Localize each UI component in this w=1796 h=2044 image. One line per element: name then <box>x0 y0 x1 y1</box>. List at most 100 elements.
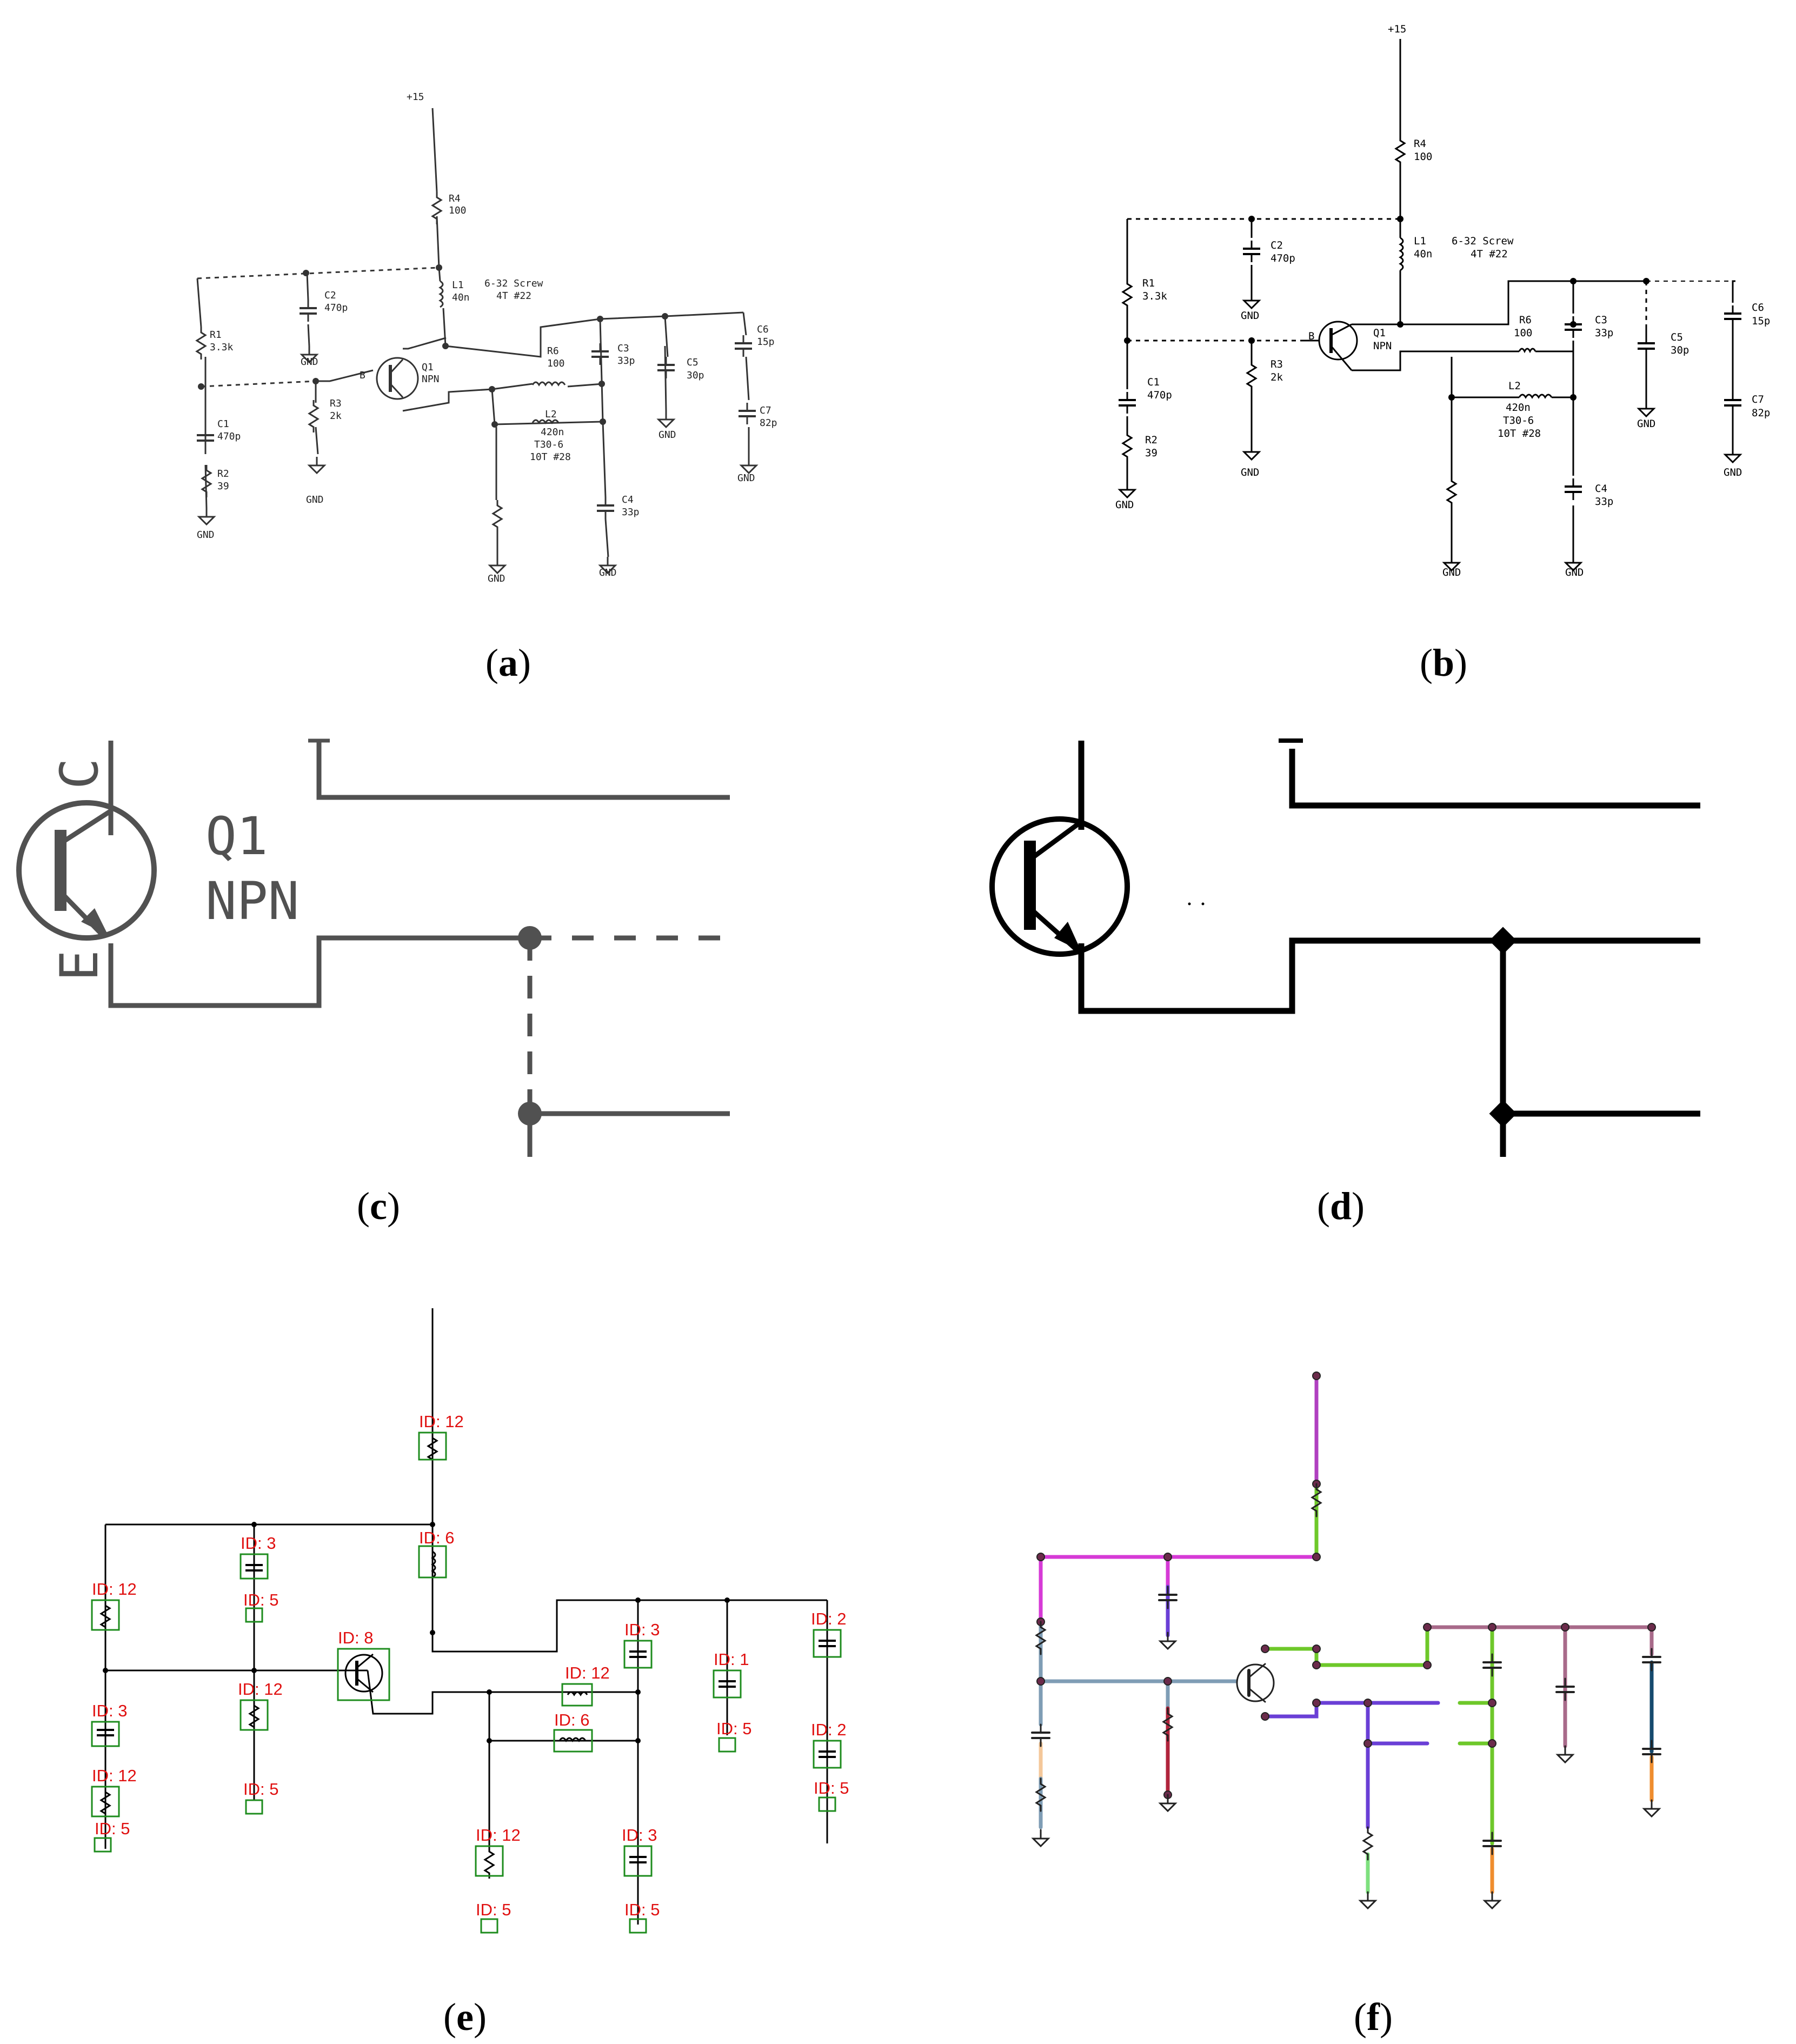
svg-text:ID: 5: ID: 5 <box>476 1900 511 1919</box>
svg-text:3.3k: 3.3k <box>210 342 234 353</box>
svg-text:420n: 420n <box>1506 402 1531 414</box>
svg-text:R6: R6 <box>1519 314 1532 326</box>
svg-text:R3: R3 <box>1270 358 1283 370</box>
caption-e: (e) <box>443 1995 487 2039</box>
svg-text:470p: 470p <box>324 302 348 314</box>
svg-text:C1: C1 <box>1147 376 1160 388</box>
svg-text:ID: 3: ID: 3 <box>92 1701 127 1720</box>
r3-resistor-icon <box>1246 358 1257 393</box>
svg-text:GND: GND <box>1637 418 1655 430</box>
svg-text:ID: 12: ID: 12 <box>92 1766 137 1785</box>
panel-f-net-coloring <box>1031 1371 1661 1909</box>
svg-text:10T #28: 10T #28 <box>1498 428 1541 440</box>
svg-text:ID: 5: ID: 5 <box>243 1590 278 1609</box>
svg-text:C2: C2 <box>324 290 336 301</box>
panel-e-detections: ID: 12 ID: 6 ID: 3 ID: 5 ID: 12 ID: 8 ID… <box>91 1308 849 1934</box>
svg-text:ID: 6: ID: 6 <box>419 1528 454 1547</box>
c7-capacitor-icon <box>1723 391 1742 415</box>
panel-a-junctions <box>198 264 668 428</box>
svg-text:100: 100 <box>1514 327 1532 339</box>
c4-capacitor-icon <box>1564 477 1583 501</box>
svg-text:ID: 3: ID: 3 <box>624 1620 660 1639</box>
panel-b-wires <box>1126 39 1735 554</box>
svg-text:GND: GND <box>658 429 676 441</box>
svg-text:R4: R4 <box>449 193 461 204</box>
svg-text:R3: R3 <box>330 398 342 409</box>
svg-text:100: 100 <box>547 358 565 369</box>
svg-text:40n: 40n <box>452 292 470 303</box>
q1-transistor-icon <box>376 357 419 400</box>
panel-a-wires <box>196 108 750 557</box>
svg-text:GND: GND <box>301 356 318 368</box>
detection-id-labels: ID: 12 ID: 6 ID: 3 ID: 5 ID: 12 ID: 8 ID… <box>92 1412 849 1919</box>
r4-resistor-icon <box>431 191 442 225</box>
l2-inductor-icon <box>531 419 560 424</box>
svg-text:R2: R2 <box>217 468 229 480</box>
svg-text:30p: 30p <box>1671 344 1689 356</box>
gnd-icon <box>198 507 215 525</box>
svg-text:R1: R1 <box>1142 277 1155 289</box>
svg-text:470p: 470p <box>217 431 241 442</box>
r1-resistor-icon <box>1122 277 1133 312</box>
svg-text:GND: GND <box>488 573 505 584</box>
c6-capacitor-icon <box>1723 304 1742 328</box>
svg-text:GND: GND <box>1565 567 1584 578</box>
svg-text:C1: C1 <box>217 418 229 430</box>
svg-text:100: 100 <box>1414 151 1432 163</box>
svg-text:ID: 12: ID: 12 <box>238 1680 283 1699</box>
svg-text:420n: 420n <box>541 427 564 438</box>
svg-text:ID: 5: ID: 5 <box>624 1900 660 1919</box>
svg-text:R6: R6 <box>547 345 559 357</box>
gnd-icon <box>1724 445 1741 463</box>
svg-text:E: E <box>49 950 110 981</box>
c7-capacitor-icon <box>737 402 757 425</box>
svg-text:39: 39 <box>217 481 229 492</box>
r4-resistor-icon <box>1395 134 1406 169</box>
svg-text:100: 100 <box>449 205 467 216</box>
svg-text:ID: 5: ID: 5 <box>814 1779 849 1797</box>
svg-text:C5: C5 <box>1671 331 1683 343</box>
c5-variable-capacitor-icon <box>1637 334 1656 358</box>
c1-capacitor-icon <box>1117 391 1137 415</box>
svg-text:Q1: Q1 <box>205 806 268 867</box>
gnd-icon <box>1243 291 1260 309</box>
detection-boxes <box>91 1432 842 1934</box>
r6-resistor-icon <box>531 381 566 387</box>
svg-text:C6: C6 <box>1752 302 1764 314</box>
svg-text:82p: 82p <box>760 417 777 429</box>
svg-text:L1: L1 <box>1414 235 1426 247</box>
svg-text:ID: 6: ID: 6 <box>554 1710 589 1729</box>
svg-text:ID: 8: ID: 8 <box>338 1628 373 1647</box>
svg-text:L1: L1 <box>452 279 464 291</box>
svg-text:470p: 470p <box>1147 389 1172 401</box>
svg-text:GND: GND <box>197 529 215 541</box>
r1-resistor-icon <box>196 326 207 361</box>
caption-a: (a) <box>485 641 531 684</box>
caption-f: (f) <box>1354 1995 1393 2039</box>
supply-label: +15 <box>407 91 424 103</box>
svg-text:ID: 2: ID: 2 <box>811 1720 846 1739</box>
svg-text:470p: 470p <box>1270 252 1295 264</box>
svg-text:33p: 33p <box>1595 496 1613 508</box>
l1-inductor-icon <box>438 280 444 308</box>
svg-text:T30-6: T30-6 <box>1503 415 1534 427</box>
r2-resistor-icon <box>1122 429 1133 463</box>
c6-capacitor-icon <box>734 334 753 358</box>
svg-text:10T #28: 10T #28 <box>530 451 571 463</box>
q1-transistor-binarized-icon <box>989 816 1130 957</box>
panel-c-zoom-scanned: Q1 NPN C E <box>16 738 730 1157</box>
svg-text:3.3k: 3.3k <box>1142 290 1167 302</box>
svg-text:ID: 5: ID: 5 <box>243 1780 278 1799</box>
svg-text:33p: 33p <box>617 355 635 367</box>
svg-text:NPN: NPN <box>422 374 440 385</box>
caption-b: (b) <box>1420 641 1467 684</box>
r6-resistor-icon <box>1518 348 1536 354</box>
r5-resistor-icon <box>492 499 503 534</box>
gnd-icon <box>1119 480 1136 498</box>
svg-text:ID: 1: ID: 1 <box>714 1650 749 1669</box>
svg-text:Q1: Q1 <box>422 362 434 373</box>
svg-text:15p: 15p <box>757 336 775 348</box>
r2-resistor-icon <box>201 464 212 498</box>
